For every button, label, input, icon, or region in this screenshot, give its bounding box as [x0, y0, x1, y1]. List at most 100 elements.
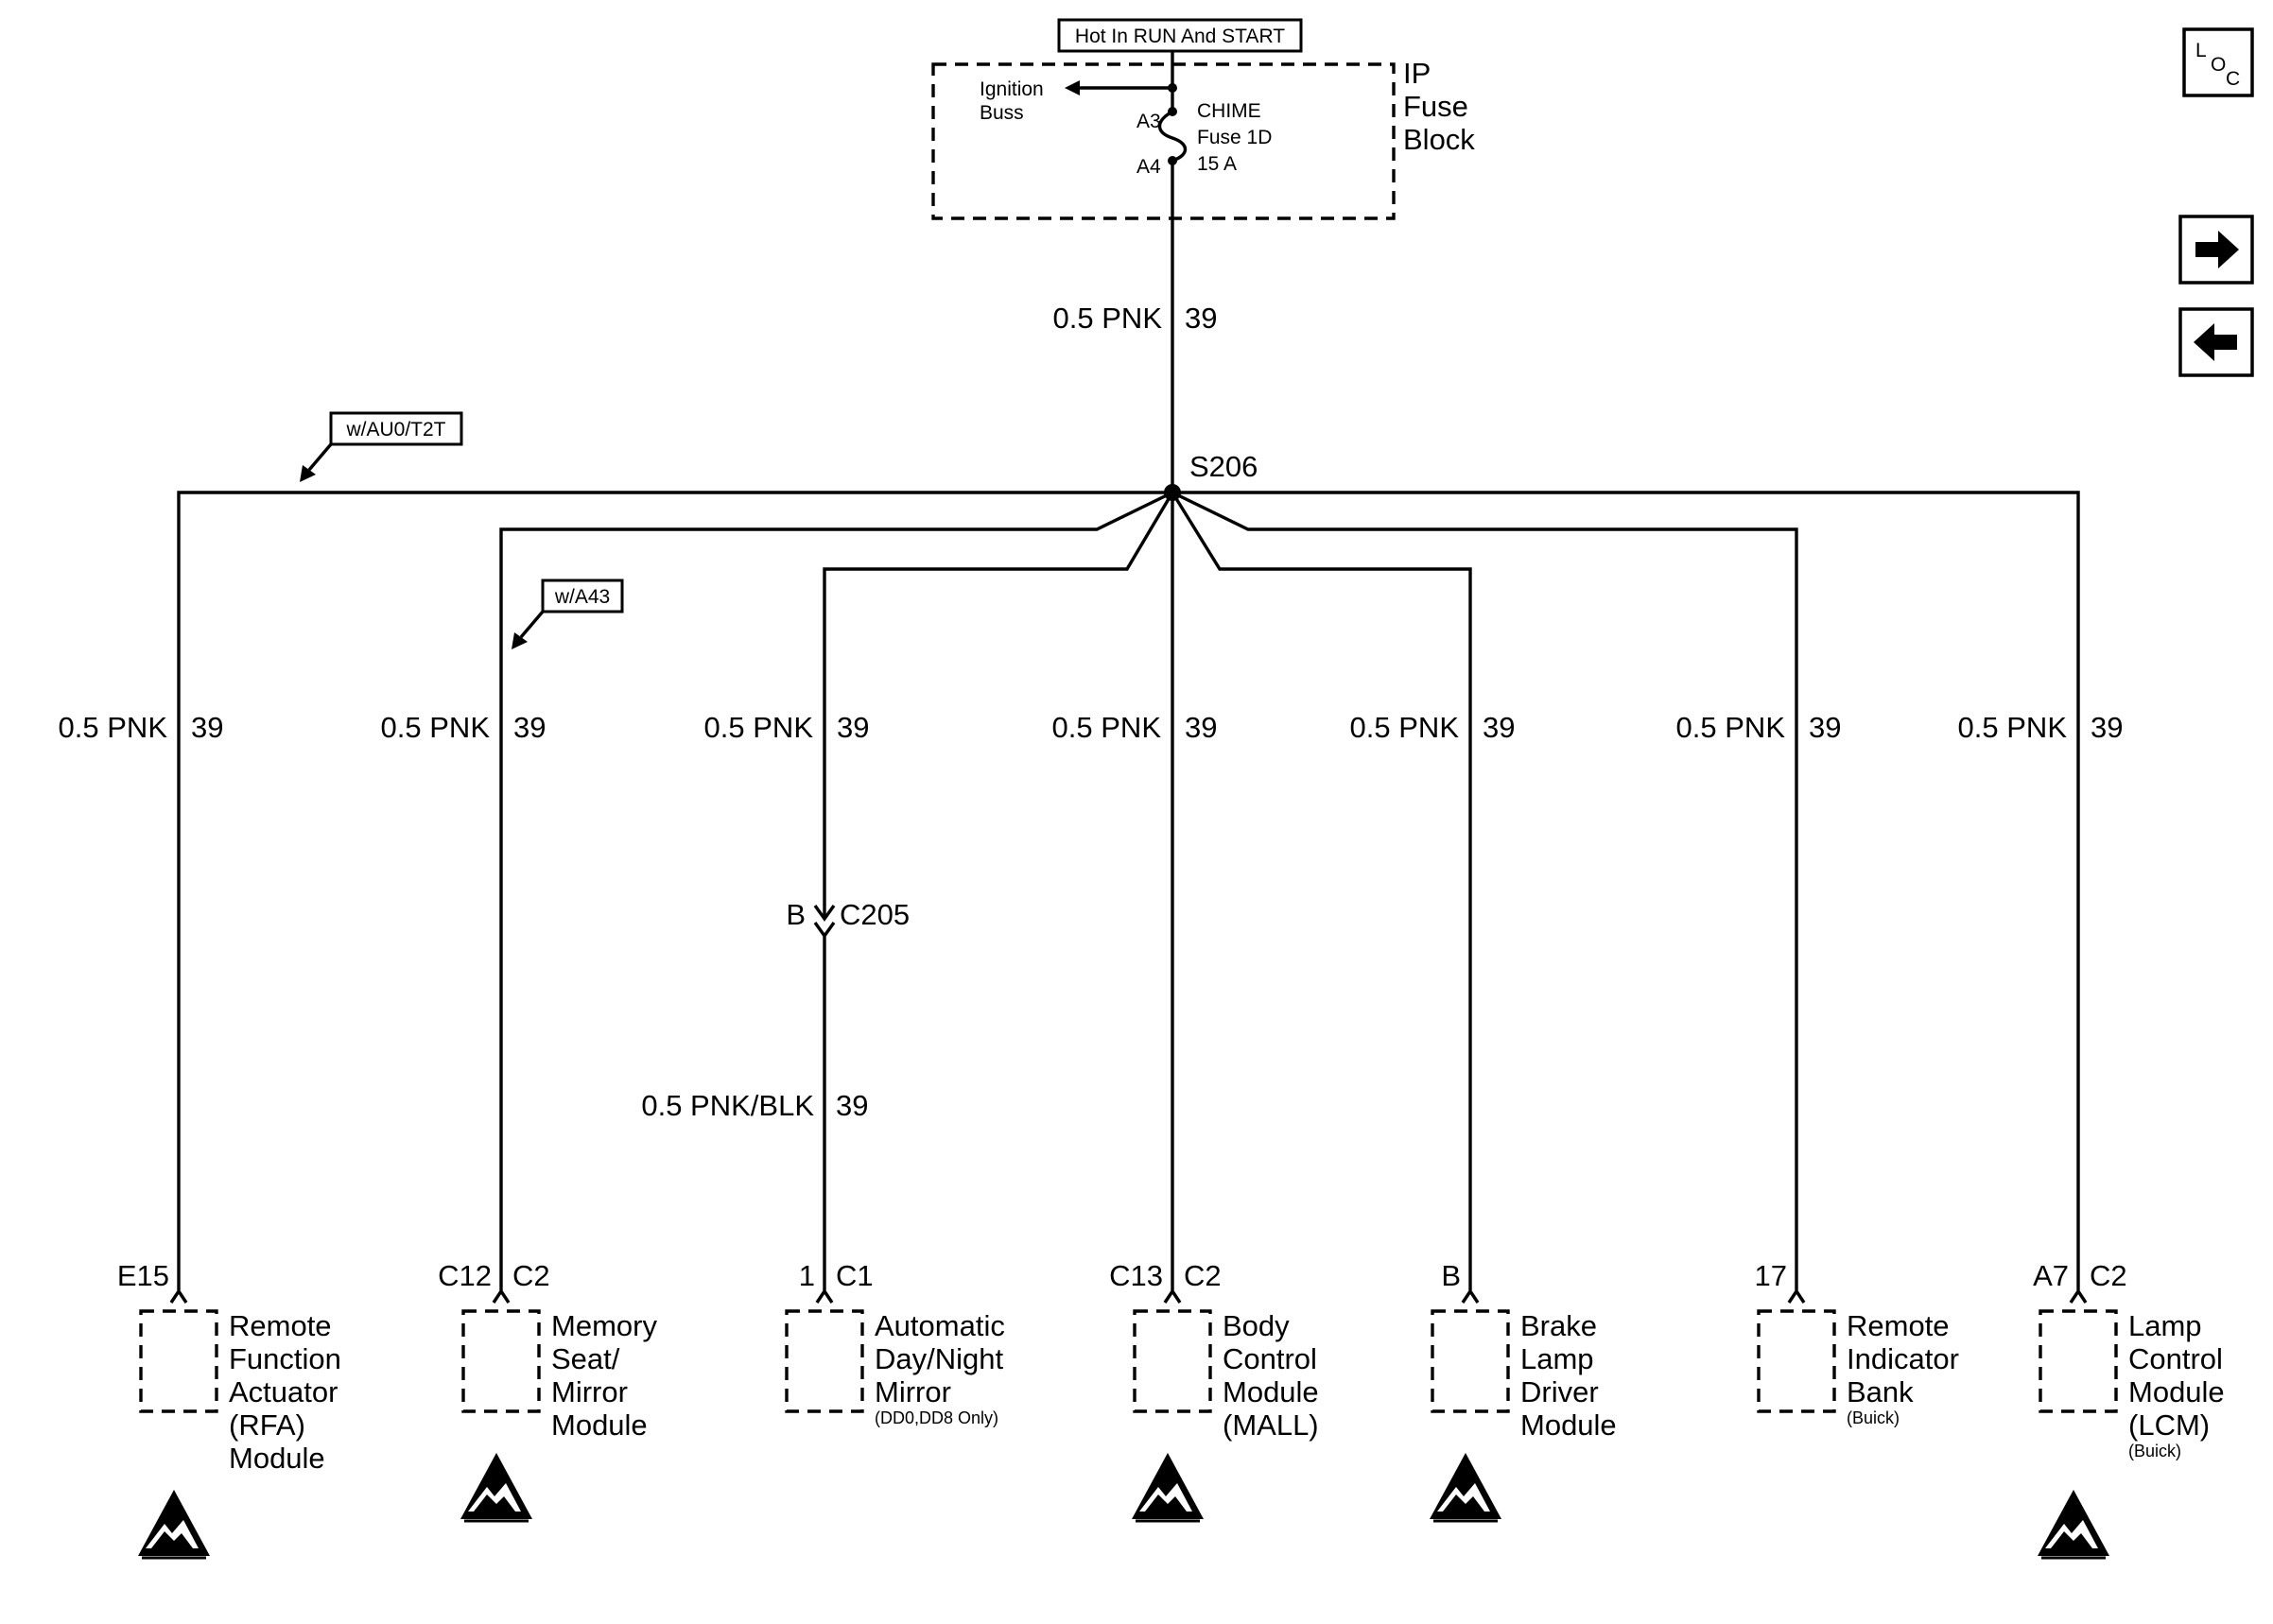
wire-circuit-bcm: 39	[1185, 711, 1217, 744]
module-name-bcm-2: Module	[1223, 1375, 1319, 1408]
terminal-pin-icon-remote-indicator	[1787, 1287, 1806, 1304]
terminal-pin-icon-rfa	[169, 1287, 188, 1304]
module-note-mirror: (DD0,DD8 Only)	[875, 1408, 998, 1427]
fuse-block-outline	[931, 62, 1396, 220]
module-name-remote-indicator-1: Indicator	[1847, 1342, 1959, 1375]
arrow-right-icon	[2195, 231, 2239, 268]
esd-sensitive-icon-rfa	[136, 1488, 212, 1560]
esd-sensitive-icon-brake-lamp	[1428, 1451, 1503, 1523]
fuse-block-title-1: IP	[1403, 57, 1431, 90]
terminal-pin-icon-mirror	[815, 1287, 834, 1304]
module-name-bcm-1: Control	[1223, 1342, 1317, 1375]
fuse-label-3: 15 A	[1197, 153, 1237, 175]
module-box-remote-indicator	[1757, 1309, 1836, 1413]
loc-button-frame[interactable]	[2182, 27, 2254, 97]
power-source-label: Hot In RUN And START	[1075, 26, 1285, 47]
option-au0-box	[329, 411, 463, 446]
terminal-a3-dot	[1168, 107, 1177, 116]
connector-lcm: C2	[2090, 1259, 2127, 1292]
terminal-a4-label: A4	[1136, 156, 1161, 178]
terminal-pin-remote-indicator: 17	[1755, 1259, 1787, 1292]
module-name-memory-seat-0: Memory	[551, 1309, 657, 1342]
module-name-brake-lamp-1: Lamp	[1520, 1342, 1594, 1375]
esd-sensitive-icon-lcm	[2036, 1488, 2111, 1560]
module-name-rfa-4: Module	[229, 1442, 325, 1475]
feed-wire-color: 0.5 PNK	[1053, 302, 1163, 335]
buss-junction-dot	[1168, 83, 1177, 93]
module-name-rfa-1: Function	[229, 1342, 341, 1375]
c205-name: C205	[840, 898, 910, 931]
wire-color-bcm: 0.5 PNK	[1052, 711, 1162, 744]
branch-wire-remote-indicator	[1171, 491, 1798, 1290]
option-au0-label: w/AU0/T2T	[345, 419, 445, 441]
wire-color-memory-seat: 0.5 PNK	[381, 711, 491, 744]
connector-memory-seat: C2	[512, 1259, 550, 1292]
module-name-remote-indicator-2: Bank	[1847, 1375, 1914, 1408]
connector-c205: B C205	[786, 898, 910, 939]
module-box-rfa	[139, 1309, 218, 1413]
module-name-bcm-3: (MALL)	[1223, 1408, 1319, 1442]
ignition-buss-label-2: Buss	[980, 102, 1024, 124]
option-a43-label: w/A43	[554, 586, 610, 608]
module-name-lcm-0: Lamp	[2128, 1309, 2202, 1342]
loc-button[interactable]: L O C	[2182, 27, 2254, 97]
module-name-bcm-0: Body	[1223, 1309, 1290, 1342]
wire-circuit-remote-indicator: 39	[1809, 711, 1841, 744]
module-name-memory-seat-1: Seat/	[551, 1342, 620, 1375]
option-a43-leader	[519, 610, 545, 639]
module-name-mirror-2: Mirror	[875, 1375, 951, 1408]
power-source-box	[1057, 18, 1303, 53]
fuse-label-2: Fuse 1D	[1197, 127, 1272, 148]
ignition-buss-label-1: Ignition	[980, 78, 1044, 100]
fuse-element-icon	[1157, 110, 1188, 163]
module-box-bcm	[1133, 1309, 1212, 1413]
module-note-lcm: (Buick)	[2128, 1442, 2181, 1460]
splice-label: S206	[1189, 450, 1258, 483]
branch-wire-memory-seat	[499, 491, 1173, 1290]
option-callout-au0: w/AU0/T2T	[300, 411, 463, 482]
module-name-mirror-0: Automatic	[875, 1309, 1005, 1342]
c205-chevron-upper-icon	[813, 905, 836, 922]
wire-color-mirror: 0.5 PNK	[704, 711, 814, 744]
wire-color-lcm: 0.5 PNK	[1958, 711, 2068, 744]
fuse-block: Hot In RUN And START IP Fuse Block Ignit…	[931, 18, 1475, 220]
branch-wire-rfa-lcm	[177, 491, 2080, 1290]
loc-letter-o: O	[2211, 54, 2226, 76]
c205-chevron-lower-icon	[813, 922, 836, 939]
mirror-wire-circuit: 39	[836, 1089, 868, 1122]
option-au0-arrow-icon	[300, 465, 316, 482]
wire-color-remote-indicator: 0.5 PNK	[1676, 711, 1786, 744]
module-name-mirror-1: Day/Night	[875, 1342, 1003, 1375]
fuse-block-title-3: Block	[1403, 123, 1475, 156]
terminal-pin-icon-memory-seat	[492, 1287, 511, 1304]
module-note-remote-indicator: (Buick)	[1847, 1408, 1900, 1427]
module-box-lcm	[2039, 1309, 2118, 1413]
next-page-button[interactable]	[2178, 215, 2254, 285]
terminal-pin-brake-lamp: B	[1441, 1259, 1461, 1292]
wire-circuit-mirror: 39	[837, 711, 869, 744]
fuse-label-1: CHIME	[1197, 100, 1261, 122]
module-name-rfa-3: (RFA)	[229, 1408, 305, 1442]
terminal-pin-icon-bcm	[1163, 1287, 1182, 1304]
c205-pin: B	[786, 898, 806, 931]
loc-letter-c: C	[2226, 68, 2240, 90]
terminal-a3-label: A3	[1136, 111, 1161, 132]
wire-circuit-lcm: 39	[2091, 711, 2123, 744]
arrow-left-icon	[2194, 323, 2237, 361]
module-name-memory-seat-2: Mirror	[551, 1375, 628, 1408]
prev-page-button[interactable]	[2178, 307, 2254, 377]
terminal-pin-memory-seat: C12	[438, 1259, 492, 1292]
connector-mirror: C1	[836, 1259, 874, 1292]
option-callout-a43: w/A43	[512, 579, 624, 649]
terminal-pin-icon-brake-lamp	[1461, 1287, 1480, 1304]
mirror-wire-color: 0.5 PNK/BLK	[641, 1089, 814, 1122]
esd-sensitive-icon-bcm	[1130, 1451, 1206, 1523]
terminal-pin-bcm: C13	[1109, 1259, 1163, 1292]
option-a43-arrow-icon	[512, 632, 528, 649]
wire-circuit-memory-seat: 39	[513, 711, 546, 744]
ignition-buss-arrow-icon	[1065, 80, 1080, 95]
option-au0-leader	[307, 442, 333, 472]
terminal-pin-mirror: 1	[799, 1259, 815, 1292]
option-a43-box	[541, 579, 624, 613]
